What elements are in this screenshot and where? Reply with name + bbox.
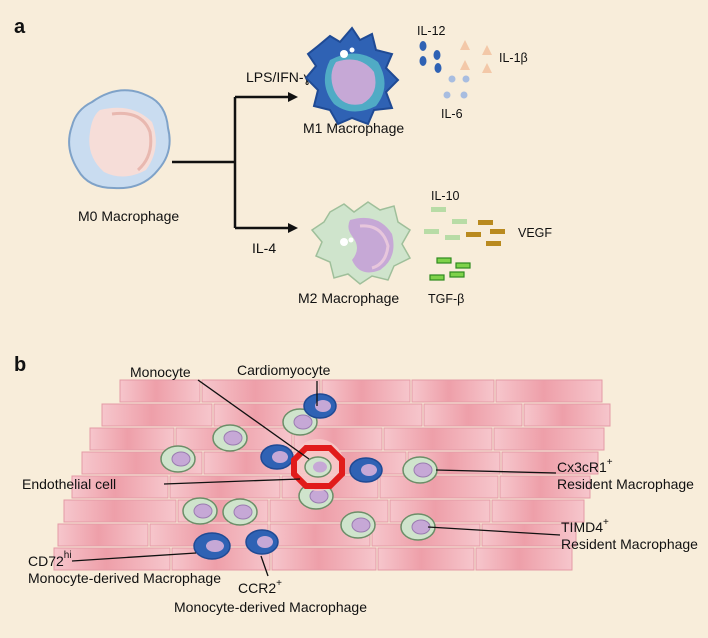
il10-molecules [424, 207, 467, 240]
cx3cr1-superscript: + [607, 457, 613, 468]
vegf-label: VEGF [518, 226, 552, 240]
arrow-head-m2 [288, 223, 298, 233]
panel-a-label: a [14, 16, 26, 38]
il10-label: IL-10 [431, 189, 460, 203]
cd72-name: CD72 [28, 553, 64, 569]
timd4-label: TIMD4+ [561, 517, 609, 535]
cx3cr1-name: Cx3cR1 [557, 459, 607, 475]
arrow-head-m1 [288, 92, 298, 102]
timd4-name: TIMD4 [561, 519, 603, 535]
endothelial-cell-label: Endothelial cell [22, 476, 116, 492]
cd72-description: Monocyte-derived Macrophage [28, 570, 221, 586]
m0-macrophage-cell [68, 89, 171, 190]
il1b-molecules [460, 40, 492, 73]
panel-a: a M0 Macrophage LPS/IFN-ɣ IL-4 M1 Macrop… [14, 16, 552, 306]
timd4-description: Resident Macrophage [561, 536, 698, 552]
il12-label: IL-12 [417, 24, 446, 38]
ccr2-description: Monocyte-derived Macrophage [174, 599, 367, 615]
ccr2-name: CCR2 [238, 580, 276, 596]
il6-label: IL-6 [441, 107, 463, 121]
blood-vessel [291, 439, 345, 491]
panel-b-label: b [14, 354, 26, 376]
vegf-molecules [466, 220, 505, 246]
tgfb-molecules [429, 257, 471, 281]
ccr2-label: CCR2+ [238, 578, 282, 596]
leader-lines [71, 379, 561, 577]
m0-label: M0 Macrophage [78, 208, 179, 224]
monocyte-derived-nuclei [206, 400, 377, 552]
ccr2-superscript: + [276, 578, 282, 589]
cardiomyocyte-label: Cardiomyocyte [237, 362, 331, 378]
il12-molecules [419, 41, 442, 73]
cd72-label: CD72hi [28, 550, 72, 569]
monocyte-label: Monocyte [130, 364, 191, 380]
m2-macrophage-cell [310, 201, 412, 285]
cx3cr1-description: Resident Macrophage [557, 476, 694, 492]
differentiation-arrows [172, 95, 290, 230]
stimulus-m2-label: IL-4 [252, 240, 276, 256]
tgfb-label: TGF-β [428, 292, 464, 306]
m2-label: M2 Macrophage [298, 290, 399, 306]
resident-macrophage-nuclei [171, 414, 433, 535]
panel-b: b [14, 354, 698, 615]
m1-label: M1 Macrophage [303, 120, 404, 136]
il6-molecules [443, 75, 470, 99]
m1-macrophage-cell [304, 26, 400, 126]
stimulus-m1-label: LPS/IFN-ɣ [246, 69, 311, 85]
timd4-superscript: + [603, 517, 609, 528]
cd72-superscript: hi [64, 550, 72, 561]
il1b-label: IL-1β [499, 51, 528, 65]
cx3cr1-label: Cx3cR1+ [557, 457, 613, 475]
